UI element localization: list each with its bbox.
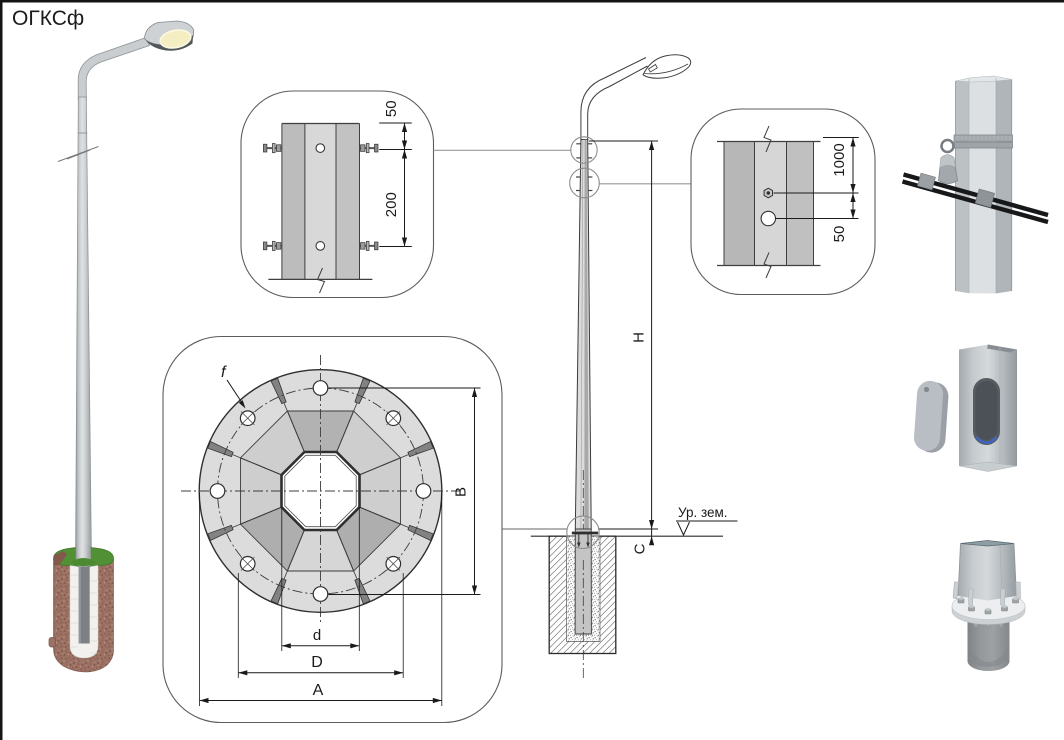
svg-text:C: C: [632, 543, 649, 554]
svg-text:H: H: [631, 332, 648, 343]
svg-text:Ур. зем.: Ур. зем.: [678, 505, 728, 520]
svg-text:1000: 1000: [831, 143, 848, 176]
svg-text:A: A: [313, 682, 324, 699]
svg-text:50: 50: [383, 100, 400, 117]
svg-text:f: f: [221, 364, 227, 381]
svg-text:d: d: [313, 627, 321, 644]
svg-text:D: D: [311, 654, 323, 671]
svg-text:200: 200: [383, 192, 400, 217]
svg-text:50: 50: [831, 226, 848, 243]
svg-text:ОГКСф: ОГКСф: [12, 7, 84, 30]
svg-text:B: B: [453, 487, 470, 497]
